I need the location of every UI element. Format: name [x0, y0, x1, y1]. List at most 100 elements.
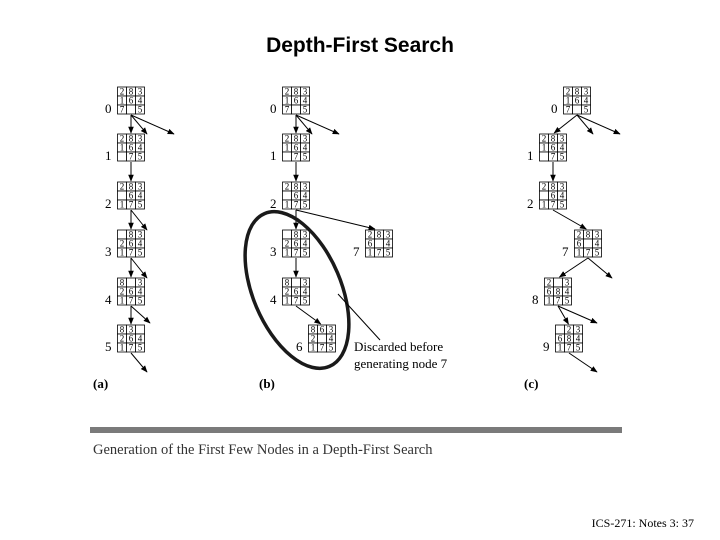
board-tile: 8 — [294, 134, 299, 144]
board-tile: 6 — [129, 191, 134, 201]
board-tile: 7 — [129, 343, 134, 353]
board-tile: 6 — [294, 287, 299, 297]
node-label-c1: 1 — [527, 148, 534, 163]
board-tile: 1 — [311, 343, 316, 353]
board-tile: 7 — [294, 296, 299, 306]
board-tile: 5 — [560, 200, 565, 210]
board-tile: 3 — [560, 134, 565, 144]
board-tile: 3 — [138, 278, 143, 288]
board-tile: 5 — [565, 296, 570, 306]
board-tile: 5 — [138, 152, 143, 162]
node-label-a0: 0 — [105, 101, 112, 116]
board-tile: 8 — [377, 230, 382, 240]
board-tile: 3 — [303, 230, 308, 240]
node-label-c9: 9 — [543, 339, 550, 354]
successor-arrow-c0-0 — [576, 114, 594, 135]
board-tile: 2 — [285, 134, 290, 144]
board-tile: 2 — [547, 278, 552, 288]
board-tile: 2 — [566, 87, 571, 97]
successor-arrow-c9-0 — [568, 352, 598, 373]
board-tile: 4 — [138, 96, 143, 106]
board-tile: 5 — [138, 200, 143, 210]
board-tile: 6 — [558, 334, 563, 344]
board-tile: 7 — [551, 200, 556, 210]
board-tile: 6 — [294, 96, 299, 106]
board-tile: 8 — [551, 182, 556, 192]
board-cell — [291, 104, 301, 115]
board-tile: 1 — [120, 343, 125, 353]
board-cell — [300, 151, 310, 162]
board-tile: 1 — [285, 96, 290, 106]
board-cell — [300, 295, 310, 306]
board-tile: 1 — [566, 96, 571, 106]
board-tile: 5 — [576, 343, 581, 353]
board-tile: 1 — [285, 200, 290, 210]
board-cell — [300, 247, 310, 258]
board-tile: 7 — [120, 105, 125, 115]
board-tile: 3 — [595, 230, 600, 240]
board-cell — [135, 342, 145, 353]
board-tile: 4 — [138, 143, 143, 153]
board-tile: 7 — [294, 200, 299, 210]
board-tile: 1 — [547, 296, 552, 306]
board-tile: 5 — [303, 200, 308, 210]
board-tile: 7 — [556, 296, 561, 306]
node-label-c0: 0 — [551, 101, 558, 116]
board-tile: 5 — [138, 248, 143, 258]
board-tile: 4 — [138, 334, 143, 344]
node-label-b1: 1 — [270, 148, 277, 163]
board-tile: 5 — [138, 296, 143, 306]
node-label-c8: 8 — [532, 292, 539, 307]
board-tile: 6 — [551, 191, 556, 201]
board-tile: 7 — [567, 343, 572, 353]
board-tile: 2 — [120, 287, 125, 297]
board-tile: 3 — [129, 325, 134, 335]
board-tile: 7 — [377, 248, 382, 258]
board-cell — [135, 295, 145, 306]
board-tile: 7 — [129, 200, 134, 210]
node-label-a5: 5 — [105, 339, 112, 354]
board-tile: 2 — [120, 182, 125, 192]
board-tile: 6 — [129, 287, 134, 297]
successor-arrow-a2-0 — [130, 209, 148, 231]
board-tile: 6 — [129, 96, 134, 106]
board-tile: 5 — [560, 152, 565, 162]
board-tile: 7 — [294, 248, 299, 258]
board-tile: 5 — [386, 248, 391, 258]
discarded-subtree-ellipse — [243, 209, 351, 371]
successor-arrow-b0-1 — [295, 114, 340, 135]
board-tile: 8 — [586, 230, 591, 240]
board-tile: 8 — [294, 230, 299, 240]
board-tile: 3 — [584, 87, 589, 97]
board-cell — [326, 342, 336, 353]
board-tile: 5 — [584, 105, 589, 115]
figure-caption: Generation of the First Few Nodes in a D… — [93, 442, 433, 458]
board-tile: 2 — [285, 239, 290, 249]
board-tile: 3 — [138, 230, 143, 240]
panel-label-c: (c) — [524, 376, 538, 391]
board-tile: 6 — [551, 143, 556, 153]
board-cell — [135, 151, 145, 162]
board-tile: 6 — [294, 191, 299, 201]
board-tile: 4 — [560, 143, 565, 153]
board-tile: 1 — [120, 96, 125, 106]
board-tile: 3 — [303, 134, 308, 144]
node-label-a1: 1 — [105, 148, 112, 163]
board-tile: 1 — [577, 248, 582, 258]
board-tile: 2 — [542, 182, 547, 192]
board-cell — [300, 104, 310, 115]
board-tile: 7 — [566, 105, 571, 115]
board-tile: 4 — [565, 287, 570, 297]
board-tile: 2 — [368, 230, 373, 240]
board-tile: 3 — [303, 87, 308, 97]
board-tile: 7 — [129, 296, 134, 306]
board-tile: 7 — [294, 152, 299, 162]
board-tile: 8 — [294, 182, 299, 192]
